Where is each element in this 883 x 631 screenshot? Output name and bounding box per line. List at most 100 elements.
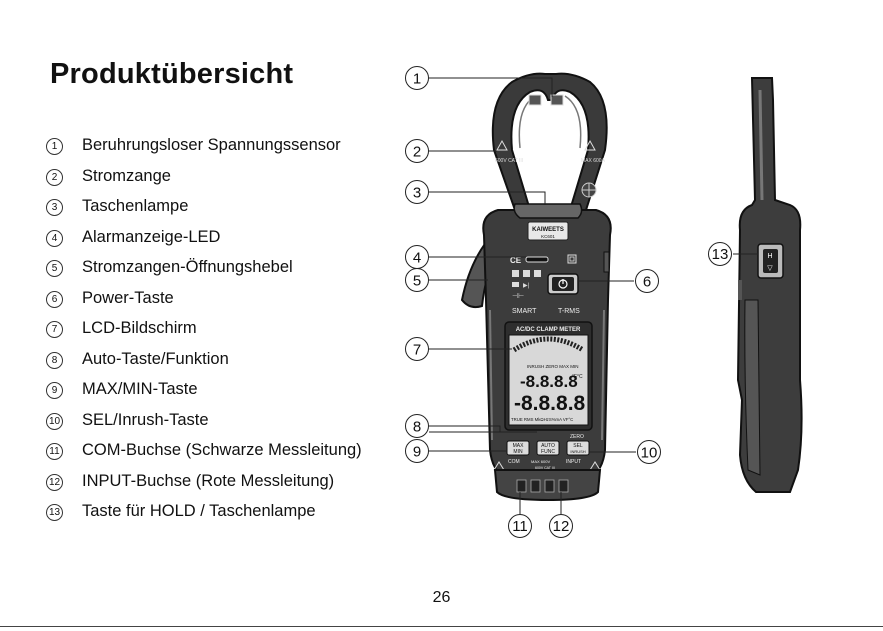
callout-number-5: 5: [413, 273, 421, 290]
callout-circle-8: [405, 414, 429, 438]
callout-number-6: 6: [643, 274, 651, 291]
jack: [544, 479, 555, 493]
ncv-sensor-icon: [550, 94, 564, 106]
sel-label-1: SEL: [573, 443, 583, 449]
item-number: 4: [46, 229, 63, 247]
item-label: Taste für HOLD / Taschenlampe: [82, 502, 316, 520]
page-title: Produktübersicht: [50, 58, 294, 90]
callout-circle-1: [405, 66, 429, 90]
item-label: MAX/MIN-Taste: [82, 380, 198, 398]
callout-number-9: 9: [413, 444, 421, 461]
auto-label-1: AUTO: [541, 443, 555, 449]
callout-number-10: 10: [641, 445, 658, 462]
model-label: KC601: [541, 234, 555, 239]
diode-icon: ▶|: [523, 283, 530, 289]
item-label: Alarmanzeige-LED: [82, 227, 221, 246]
lcd-indicators: INRUSH ZERO MAX MIN: [527, 364, 579, 369]
smart-label: SMART: [512, 308, 537, 315]
ncv-sensor-icon: [528, 94, 542, 106]
callout-number-7: 7: [413, 342, 421, 359]
jaw-pivot-cross: [582, 183, 596, 197]
list-item: 13 Taste für HOLD / Taschenlampe: [46, 502, 362, 533]
ce-mark-icon: CE: [510, 256, 522, 265]
lcd-bargraph: [512, 336, 585, 353]
list-item: 10 SEL/Inrush-Taste: [46, 411, 362, 442]
lcd-units-row: TRUE RMS MkΩHzS%mA VF°C: [511, 417, 573, 422]
maxmin-button[interactable]: [506, 440, 530, 456]
lcd-unit: °F°C: [572, 374, 583, 380]
callout-circle-3: [405, 180, 429, 204]
item-label: Power-Taste: [82, 288, 174, 307]
leader-line-8b: [429, 425, 537, 433]
flashlight-icon: ▽: [767, 265, 773, 272]
item-label: COM-Buchse (Schwarze Messleitung): [82, 441, 362, 459]
callout-number-13: 13: [712, 246, 729, 263]
com-label: COM: [508, 459, 520, 465]
item-label: Stromzange: [82, 166, 171, 185]
footer-divider: [0, 626, 883, 627]
capacitor-icon: ⊣⊢: [512, 293, 524, 300]
callout-circle-2: [405, 139, 429, 163]
screen-header: AC/DC CLAMP METER: [516, 327, 581, 333]
item-number: 11: [46, 443, 63, 460]
zero-label: ZERO: [570, 434, 584, 440]
double-insulation-icon: [567, 254, 577, 264]
list-item: 7 LCD-Bildschirm: [46, 319, 362, 350]
callout-group: [405, 66, 758, 538]
side-lever-edge: [738, 280, 742, 300]
callout-circle-7: [405, 337, 429, 361]
hold-button-face[interactable]: [763, 249, 778, 273]
side-jaw-edge: [758, 89, 764, 201]
com-jack[interactable]: [516, 479, 527, 493]
warning-triangle-icon: [496, 139, 508, 151]
func-icon: [512, 282, 519, 287]
cat-label: 600V CAT III: [535, 466, 555, 470]
auto-label-2: FUNC: [541, 449, 555, 455]
item-label: SEL/Inrush-Taste: [82, 410, 209, 429]
callout-circle-12: [549, 514, 573, 538]
list-item: 11 COM-Buchse (Schwarze Messleitung): [46, 441, 362, 472]
jack: [530, 479, 541, 493]
callout-number-8: 8: [413, 419, 421, 436]
sel-label-2: INRUSH: [570, 449, 585, 454]
callout-circle-9: [405, 439, 429, 463]
input-jack[interactable]: [558, 479, 569, 493]
warning-triangle-icon: [584, 139, 596, 151]
item-number: 7: [46, 321, 63, 338]
brand-label: KAIWEETS: [532, 227, 564, 233]
page-number: 26: [432, 589, 451, 606]
item-label: LCD-Bildschirm: [82, 319, 197, 337]
side-switch: [603, 251, 610, 273]
flashlight-lens: [513, 203, 583, 219]
grip-edge: [601, 309, 605, 441]
callout-circle-5: [405, 268, 429, 292]
grip-edge: [489, 309, 493, 441]
lcd-secondary-digits: -8.8.8.8: [514, 392, 586, 415]
callout-number-2: 2: [413, 144, 421, 161]
jaw-right-warning: MAX 600A: [581, 158, 606, 164]
callout-number-1: 1: [413, 71, 421, 88]
item-number: 3: [46, 199, 63, 216]
trms-label: T-RMS: [558, 308, 580, 315]
item-number: 13: [46, 504, 63, 521]
item-number: 10: [46, 412, 63, 430]
callout-labels: 1 2 3 4 5 6 7 8 9 10 11 12 13: [413, 71, 729, 536]
auto-func-button[interactable]: [536, 440, 560, 456]
item-label: Stromzangen-Öffnungshebel: [82, 258, 293, 276]
leader-line-1: [429, 77, 553, 97]
jaw-left-warning: 600V CAT III: [495, 158, 523, 164]
item-label: Beruhrungsloser Spannungssensor: [82, 136, 341, 154]
callout-number-11: 11: [512, 518, 528, 535]
callout-circle-10: [637, 440, 661, 464]
sel-inrush-button[interactable]: [566, 440, 590, 456]
callout-number-3: 3: [413, 185, 421, 202]
double-insulation-icon-inner: [569, 256, 575, 262]
item-label: Auto-Taste/Funktion: [82, 349, 229, 368]
callout-circle-6: [635, 269, 659, 293]
